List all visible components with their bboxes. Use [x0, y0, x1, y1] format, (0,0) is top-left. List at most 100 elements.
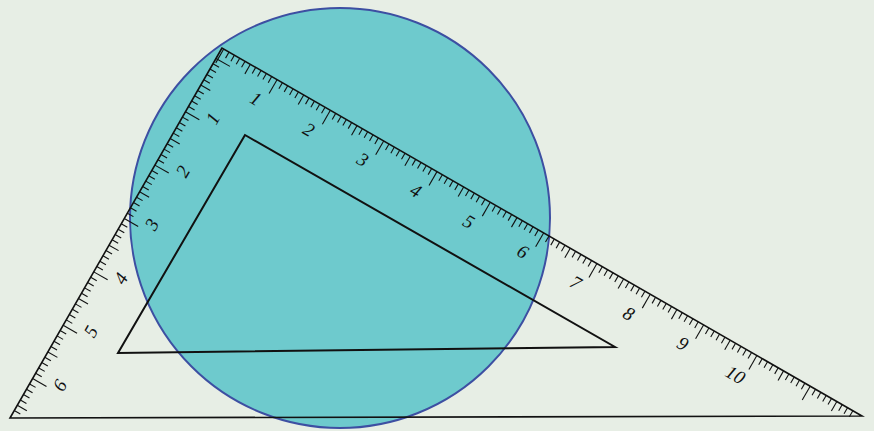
- tick-mark: [121, 224, 127, 227]
- tick-mark: [689, 319, 692, 325]
- tick-mark: [204, 80, 210, 83]
- tick-mark: [679, 313, 682, 319]
- tick-mark: [118, 229, 124, 232]
- tick-mark: [828, 398, 831, 404]
- tick-mark: [82, 293, 88, 296]
- tick-mark: [429, 172, 437, 186]
- tick-mark: [348, 123, 351, 129]
- tick-mark: [839, 405, 842, 411]
- tick-mark: [252, 67, 255, 73]
- tick-mark: [572, 251, 575, 257]
- tick-mark: [226, 52, 229, 58]
- tick-mark: [115, 235, 121, 238]
- tick-mark: [444, 178, 447, 184]
- tick-mark: [565, 248, 570, 258]
- tick-mark: [103, 256, 109, 259]
- tick-mark: [535, 230, 538, 236]
- tick-mark: [85, 288, 91, 291]
- tick-mark: [97, 267, 103, 270]
- tick-mark: [39, 368, 45, 371]
- tick-mark: [455, 184, 458, 190]
- scale-number: 4: [111, 269, 132, 287]
- tick-mark: [164, 149, 170, 152]
- tick-mark: [295, 92, 298, 98]
- tick-mark: [179, 122, 185, 125]
- tick-mark: [112, 240, 118, 243]
- tick-mark: [636, 288, 639, 294]
- tick-mark: [391, 147, 394, 153]
- tick-mark: [631, 285, 634, 291]
- tick-mark: [791, 377, 794, 383]
- tick-mark: [696, 325, 704, 339]
- tick-mark: [449, 181, 452, 187]
- tick-mark: [109, 245, 119, 250]
- tick-mark: [716, 334, 719, 340]
- tick-mark: [577, 254, 580, 260]
- scale-number: 10: [723, 361, 749, 387]
- tick-mark: [618, 279, 623, 289]
- tick-mark: [161, 154, 167, 157]
- tick-mark: [423, 165, 426, 171]
- tick-mark: [775, 368, 778, 374]
- tick-mark: [140, 192, 150, 197]
- tick-mark: [36, 373, 42, 376]
- tick-mark: [529, 227, 532, 233]
- tick-mark: [176, 128, 182, 131]
- tick-mark: [817, 392, 820, 398]
- tick-mark: [152, 170, 158, 173]
- scale-number: 7: [567, 272, 585, 293]
- tick-mark: [671, 310, 676, 320]
- tick-mark: [185, 112, 199, 120]
- tick-mark: [322, 107, 325, 113]
- tick-mark: [801, 383, 804, 389]
- tick-mark: [412, 159, 415, 165]
- tick-mark: [721, 337, 724, 343]
- tick-mark: [213, 64, 219, 67]
- tick-mark: [155, 165, 169, 173]
- tick-mark: [536, 233, 544, 247]
- tick-mark: [17, 405, 27, 410]
- tick-mark: [158, 160, 164, 163]
- tick-mark: [759, 359, 762, 365]
- tick-mark: [263, 74, 266, 80]
- tick-mark: [439, 175, 442, 181]
- tick-mark: [33, 379, 47, 387]
- tick-mark: [588, 261, 591, 267]
- tick-mark: [269, 80, 277, 94]
- tick-mark: [375, 138, 378, 144]
- ruler-ticks: [14, 49, 853, 417]
- tick-mark: [195, 96, 201, 99]
- tick-mark: [524, 224, 527, 230]
- scale-number: 2: [172, 163, 193, 181]
- tick-mark: [91, 277, 97, 280]
- scale-number: 9: [673, 333, 691, 354]
- circle: [130, 8, 550, 428]
- tick-mark: [127, 213, 133, 216]
- tick-mark: [370, 135, 373, 141]
- tick-mark: [290, 89, 293, 95]
- tick-mark: [359, 129, 362, 135]
- tick-mark: [778, 371, 783, 381]
- tick-mark: [364, 132, 367, 138]
- tick-mark: [657, 300, 660, 306]
- tick-mark: [796, 380, 799, 386]
- tick-mark: [737, 346, 740, 352]
- tick-mark: [376, 141, 384, 155]
- tick-mark: [146, 181, 152, 184]
- tick-mark: [652, 297, 655, 303]
- tick-mark: [268, 77, 271, 83]
- tick-mark: [561, 245, 564, 251]
- tick-mark: [63, 325, 77, 333]
- tick-mark: [743, 349, 746, 355]
- tick-mark: [198, 90, 204, 93]
- tick-mark: [338, 116, 341, 122]
- tick-mark: [497, 208, 500, 214]
- tick-mark: [173, 133, 179, 136]
- tick-mark: [705, 328, 708, 334]
- tick-mark: [785, 374, 788, 380]
- tick-mark: [311, 101, 314, 107]
- tick-mark: [216, 58, 230, 66]
- tick-mark: [465, 190, 468, 196]
- tick-mark: [386, 144, 389, 150]
